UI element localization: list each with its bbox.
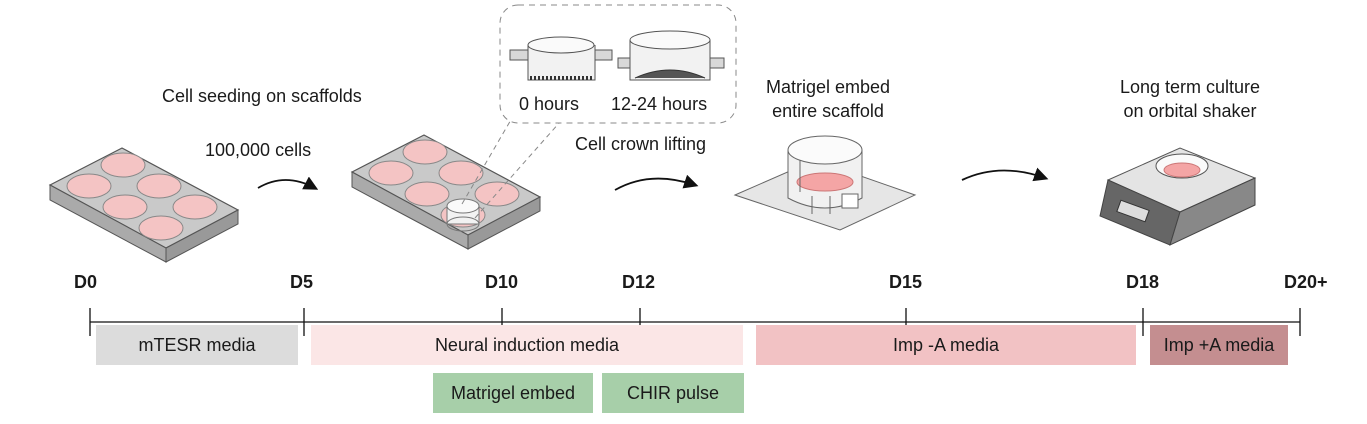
matrigel-embed-bar: Matrigel embed [433,373,593,413]
imp-plus-a-media-bar: Imp +A media [1150,325,1288,365]
day-label-d18: D18 [1126,272,1160,292]
scaffold-0h-icon [509,36,613,81]
embedded-scaffold-icon [733,135,917,231]
six-well-plate-with-scaffold-icon [350,134,542,250]
crown-lifting-label: Cell crown lifting [575,134,707,154]
day-label-d0: D0 [74,272,98,292]
cell-count-label: 100,000 cells [205,140,312,160]
day-label-d5: D5 [290,272,314,292]
day-label-d10: D10 [485,272,519,292]
orbital-shaker-icon [1099,147,1257,246]
mtesr-media-bar: mTESR media [96,325,298,365]
cell-seeding-label: Cell seeding on scaffolds [162,86,362,106]
matrigel-embed-label-line1: Matrigel embed [765,77,891,97]
neural-induction-media-bar: Neural induction media [311,325,743,365]
long-term-label-line2: on orbital shaker [1123,101,1257,121]
matrigel-embed-label-line2: entire scaffold [772,101,884,121]
inset-0h-label: 0 hours [519,94,580,114]
imp-minus-a-media-bar: Imp -A media [756,325,1136,365]
chir-pulse-bar: CHIR pulse [602,373,744,413]
day-label-d15: D15 [889,272,923,292]
day-label-d12: D12 [622,272,656,292]
inset-12h-label: 12-24 hours [611,94,708,114]
six-well-plate-icon [48,147,240,263]
scaffold-12-24h-icon [617,30,725,81]
long-term-label-line1: Long term culture [1119,77,1261,97]
day-label-d20plus: D20+ [1284,272,1328,292]
